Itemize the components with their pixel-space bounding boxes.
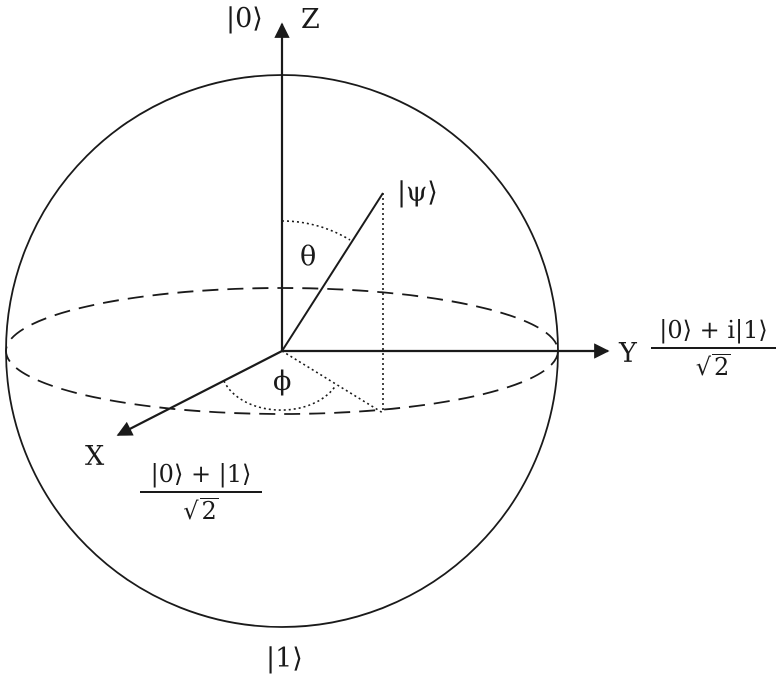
phi-label: ϕ	[273, 366, 292, 397]
projection-equatorial	[281, 350, 384, 414]
theta-arc	[281, 220, 351, 241]
x-state-fraction: |0⟩ + |1⟩ √2	[140, 462, 262, 523]
state-vector-psi	[281, 192, 384, 352]
theta-label: θ	[300, 241, 317, 272]
ket-one-label: |1⟩	[266, 643, 303, 674]
z-axis-label: Z	[301, 4, 320, 35]
x-state-denominator: √2	[183, 497, 219, 525]
y-state-denominator: √2	[695, 353, 732, 381]
y-state-fraction: |0⟩ + i|1⟩ √2	[651, 318, 776, 379]
x-state-numerator: |0⟩ + |1⟩	[150, 460, 252, 488]
ket-psi-label: |ψ⟩	[397, 177, 438, 208]
x-axis-label: X	[85, 441, 105, 472]
x-state-fraction-bar	[140, 491, 262, 493]
phi-arc	[223, 380, 337, 411]
y-state-fraction-bar	[651, 347, 776, 349]
x-axis	[116, 350, 283, 436]
ket-zero-label: |0⟩	[226, 3, 263, 34]
y-state-numerator: |0⟩ + i|1⟩	[659, 316, 768, 344]
y-axis-label: Y	[619, 338, 637, 369]
